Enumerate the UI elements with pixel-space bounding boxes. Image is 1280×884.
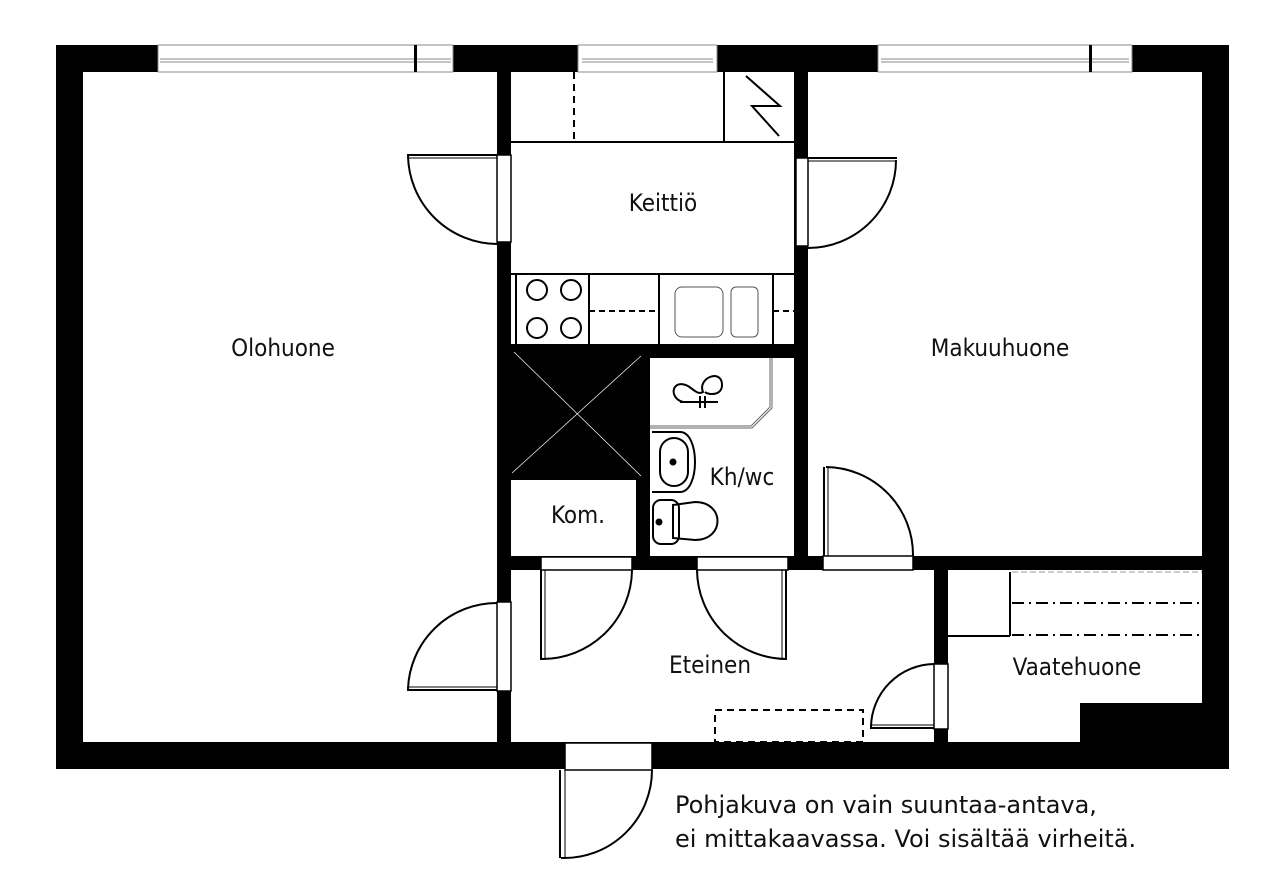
room-label-vaatehuone: Vaatehuone: [1012, 653, 1142, 681]
windows: [157, 44, 1133, 73]
disclaimer-line-1: Pohjakuva on vain suuntaa-antava,: [675, 791, 1097, 819]
shaft-cross: [511, 351, 642, 477]
disclaimer-note: Pohjakuva on vain suuntaa-antava, ei mit…: [675, 788, 1136, 856]
kitchen-upper: [511, 72, 794, 143]
room-label-olohuone: Olohuone: [231, 334, 335, 362]
kitchen-counter: [511, 273, 794, 344]
room-label-kh-wc: Kh/wc: [709, 463, 775, 491]
room-label-kom: Kom.: [550, 501, 606, 529]
room-label-makuuhuone: Makuuhuone: [930, 334, 1070, 362]
walk-in-closet-shelves: [948, 571, 1202, 637]
room-label-keittio: Keittiö: [628, 189, 698, 217]
disclaimer-line-2: ei mittakaavassa. Voi sisältää virheitä.: [675, 825, 1137, 853]
bathroom-fixtures: [650, 358, 773, 545]
room-label-eteinen: Eteinen: [668, 651, 752, 679]
doors: [407, 154, 949, 860]
hallway-wardrobe: [714, 709, 864, 743]
